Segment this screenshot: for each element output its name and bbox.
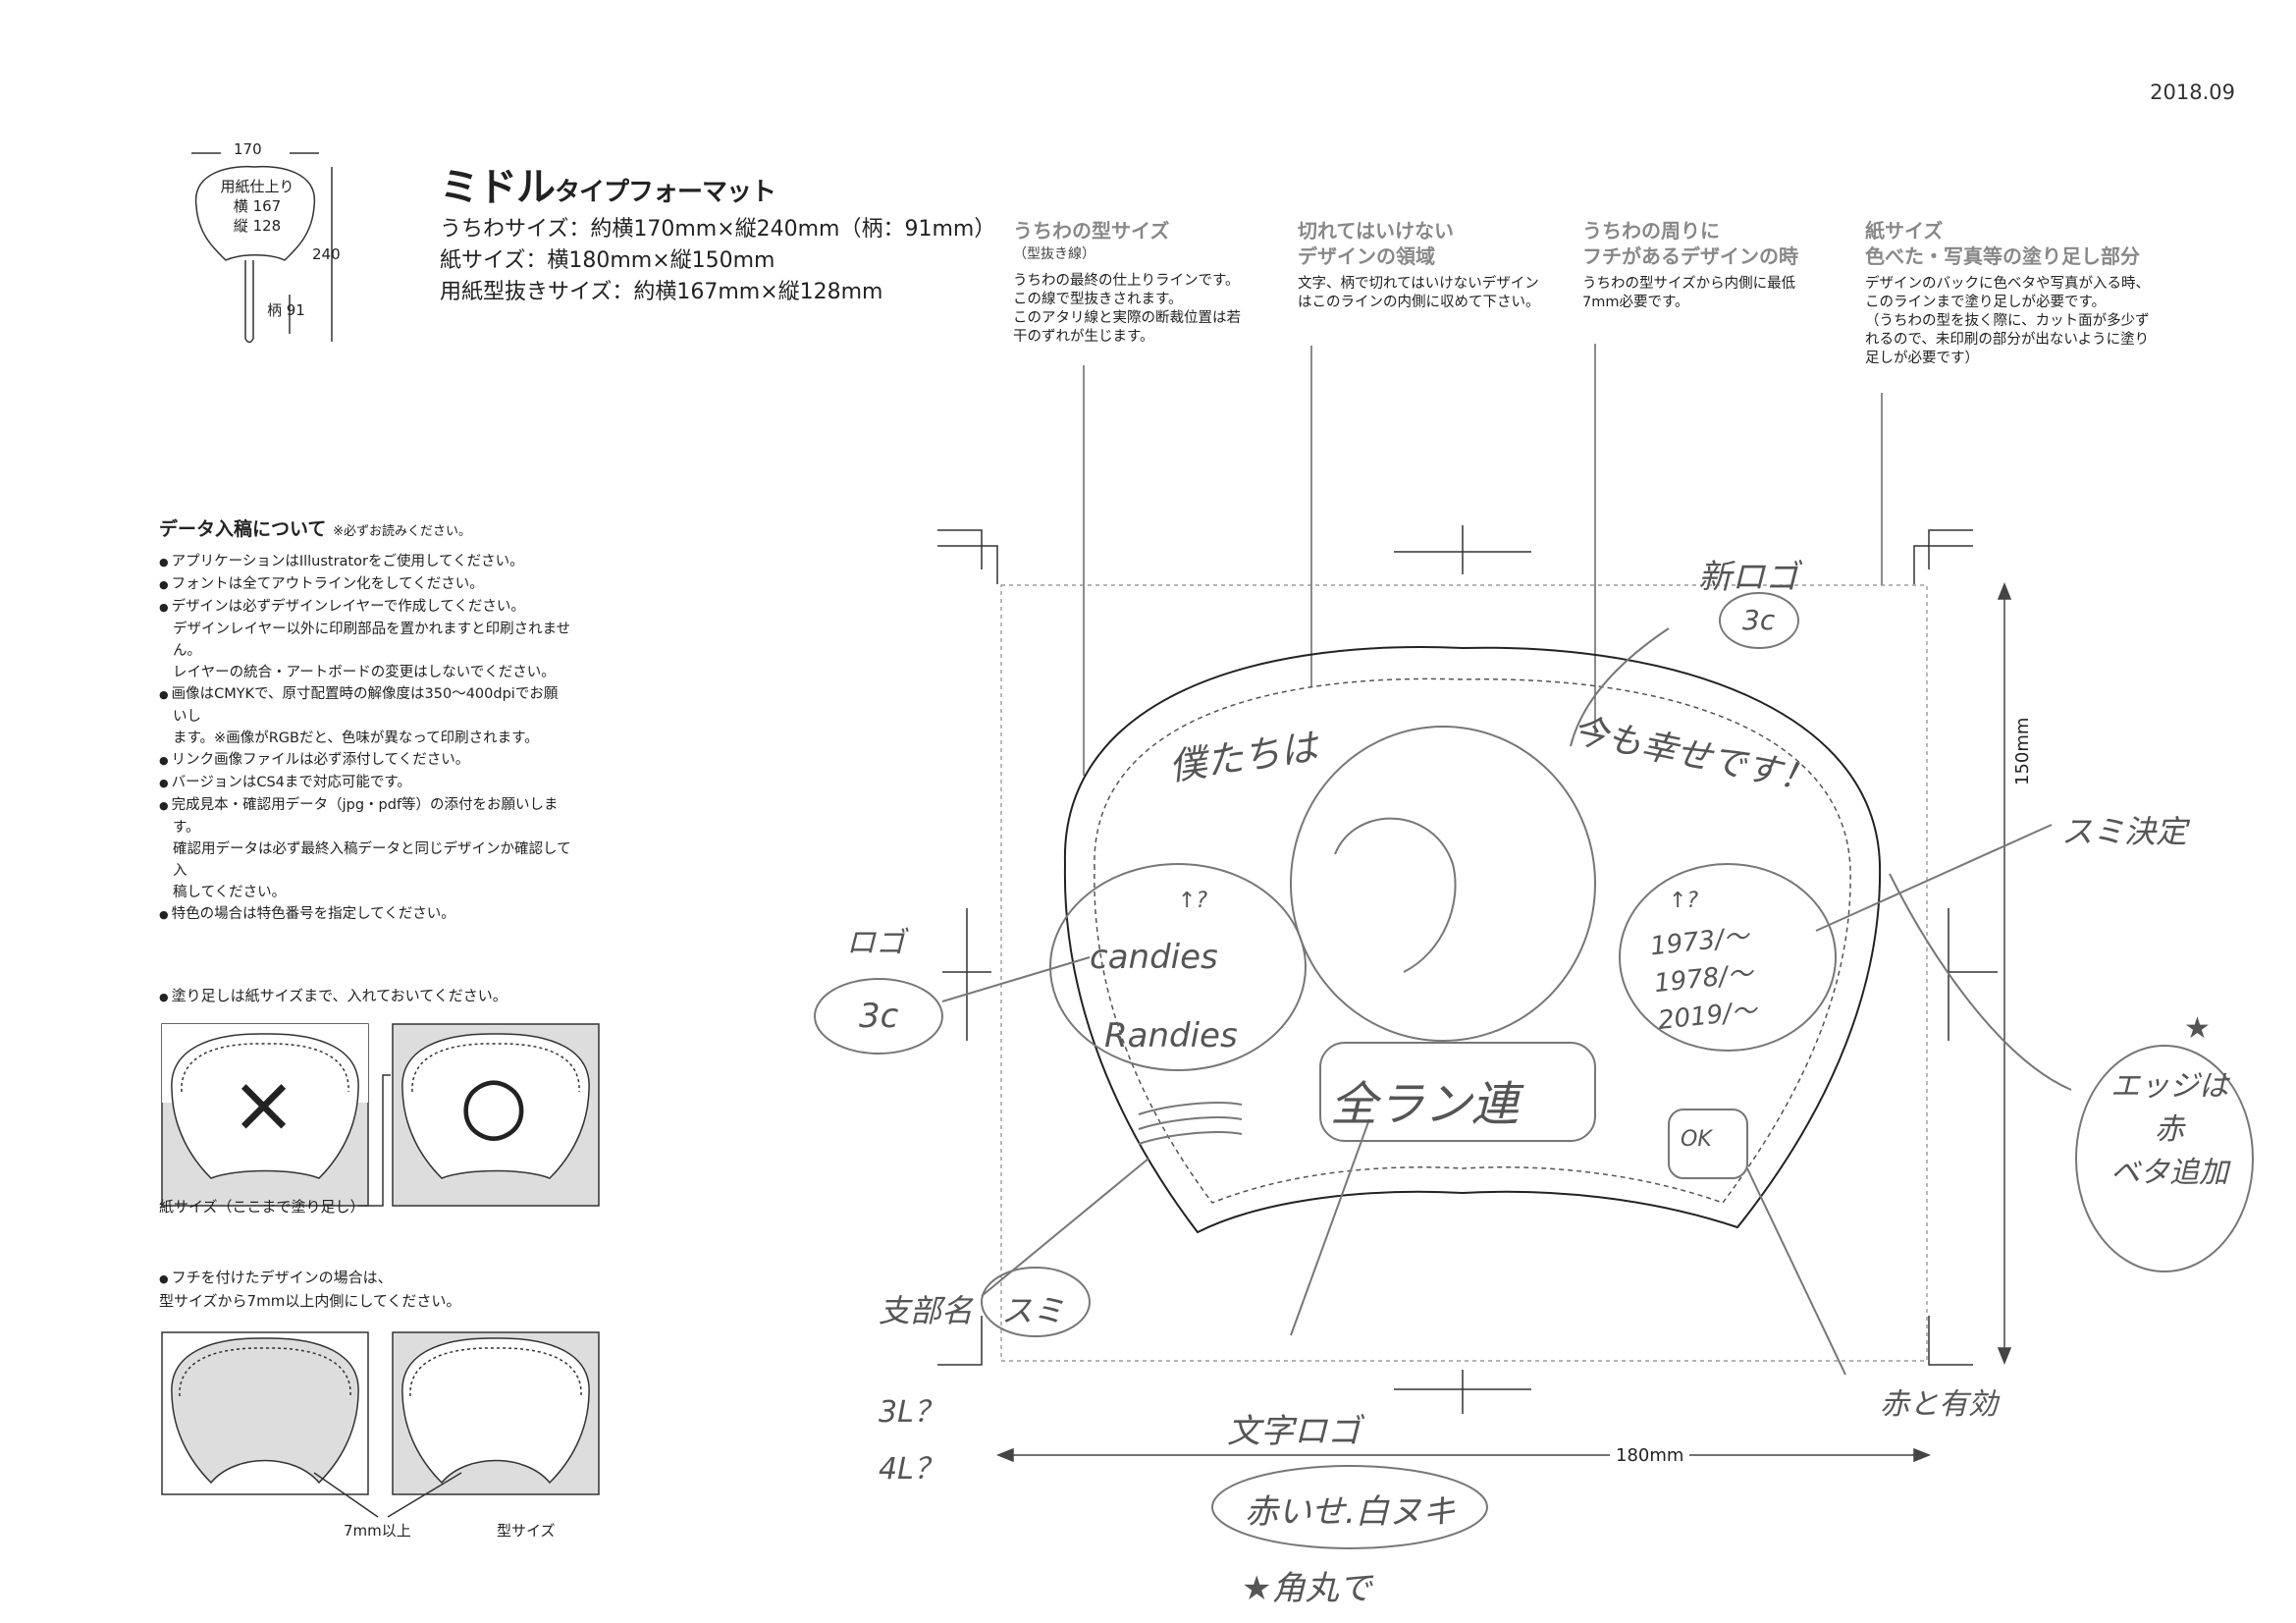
thumb-inner-line: 横 167: [233, 197, 282, 215]
notes-title: データ入稿について ※必ずお読みください。: [159, 518, 571, 543]
notes-title-text: データ入稿について: [159, 518, 327, 540]
column-die-size: うちわの型サイズ （型抜き線） うちわの最終の仕上りラインです。 この線で型抜き…: [1013, 218, 1308, 347]
list-item: リンク画像ファイルは必ず添付してください。: [159, 749, 571, 772]
height-dimension: 150mm: [2012, 717, 2033, 785]
column-subheading: （型抜き線）: [1013, 246, 1095, 262]
thumb-inner-line: 用紙仕上り: [220, 178, 294, 195]
submission-notes: データ入稿について ※必ずお読みください。 アプリケーションはIllustrat…: [159, 518, 571, 926]
spec-uchiwa: うちわサイズ：約横170mm×縦240mm（柄：91mm）: [440, 217, 996, 242]
list-item: 画像はCMYKで、原寸配置時の解像度は350～400dpiでお願いし ます。※画…: [159, 683, 571, 749]
column-heading: 切れてはいけない デザインの領域: [1298, 219, 1454, 268]
hw-years-question: ↑?: [1669, 889, 1699, 913]
hw-brand-1: candies: [1090, 938, 1218, 977]
list-item: 完成見本・確認用データ（jpg・pdf等）の添付をお願いします。 確認用データは…: [159, 794, 571, 903]
hw-sumi-note: スミ決定: [2061, 813, 2188, 850]
thumb-inner-text: 用紙仕上り 横 167 縦 128: [208, 177, 306, 236]
column-heading: うちわの周りに フチがあるデザインの時: [1582, 219, 1798, 268]
list-item: アプリケーションはIllustratorをご使用してください。: [159, 551, 571, 573]
good-mark-icon: ○: [459, 1058, 528, 1150]
hw-left-logo-circle: 3c: [859, 997, 899, 1036]
hw-ok-box: OK: [1681, 1127, 1712, 1152]
column-body: うちわの型サイズから内側に最低 7mm必要です。: [1582, 276, 1796, 310]
thumbnail-fan-drawing: [191, 152, 333, 344]
column-body: デザインのバックに色ベタや写真が入る時、 このラインまで塗り足しが必要です。 （…: [1865, 276, 2150, 366]
hw-brand-2: Randies: [1104, 1016, 1238, 1055]
hw-star-icon: ★: [2184, 1011, 2211, 1046]
hw-corner-note: ★角丸で: [1242, 1569, 1372, 1608]
size-specs: うちわサイズ：約横170mm×縦240mm（柄：91mm） 紙サイズ：横180mm…: [440, 214, 995, 308]
label-die-size: 型サイズ: [497, 1522, 556, 1540]
bad-mark-icon: ×: [231, 1058, 297, 1150]
document-date: 2018.09: [2150, 81, 2235, 104]
column-paper-size: 紙サイズ 色べた・写真等の塗り足し部分 デザインのバックに色ベタや写真が入る時、…: [1865, 218, 2199, 368]
width-dimension: 180mm: [1610, 1445, 1690, 1466]
hw-left-question: ↑?: [1178, 889, 1208, 913]
column-border: うちわの周りに フチがあるデザインの時 うちわの型サイズから内側に最低 7mm必…: [1582, 218, 1877, 312]
title-main: ミドル: [440, 165, 556, 210]
list-item: 特色の場合は特色番号を指定してください。: [159, 903, 571, 926]
list-item: バージョンはCS4まで対応可能です。: [159, 772, 571, 794]
hw-years: 1973/～ 1978/～ 2019/～: [1648, 918, 1758, 1040]
hw-top-logo: 新ロゴ: [1698, 558, 1798, 597]
thumb-inner-line: 縦 128: [233, 217, 282, 235]
thumb-width-label: 170: [234, 140, 262, 158]
bleed-heading: 塗り足しは紙サイズまで、入れておいてください。: [159, 985, 507, 1005]
hw-branch: 支部名: [879, 1292, 974, 1329]
fan-safe-line: [1094, 677, 1851, 1204]
label-7mm: 7mm以上: [344, 1522, 411, 1540]
hw-red-note: 赤と有効: [1880, 1387, 1998, 1422]
thumb-handle-label: 柄 91: [267, 301, 305, 319]
column-body: 文字、柄で切れてはいけないデザイン はこのラインの内側に収めて下さい。: [1298, 276, 1540, 310]
column-heading: うちわの型サイズ: [1013, 219, 1170, 243]
hw-text-logo: 文字ロゴ: [1227, 1412, 1361, 1451]
column-safe-area: 切れてはいけない デザインの領域 文字、柄で切れてはいけないデザイン はこのライ…: [1298, 218, 1592, 312]
hw-edge-note: エッジは 赤 ベタ追加: [2110, 1069, 2228, 1190]
list-item: デザインは必ずデザインレイヤーで作成してください。 デザインレイヤー以外に印刷部…: [159, 596, 571, 683]
spec-die: 用紙型抜きサイズ：約横167mm×縦128mm: [440, 280, 883, 304]
hw-text-logo-circle: 赤いせ.白ヌキ: [1245, 1492, 1456, 1532]
column-body: うちわの最終の仕上りラインです。 この線で型抜きされます。 このアタリ線と実際の…: [1013, 273, 1241, 345]
notes-list: アプリケーションはIllustratorをご使用してください。 フォントは全てア…: [159, 551, 571, 926]
title-sub: タイプフォーマット: [555, 178, 776, 207]
hw-branch-circle: スミ: [1001, 1292, 1065, 1329]
bleed-caption: 紙サイズ（ここまで塗り足し）: [159, 1198, 365, 1216]
hw-left-logo: ロゴ: [846, 926, 905, 960]
notes-title-note: ※必ずお読みください。: [333, 524, 471, 539]
thumb-height-label: 240: [312, 245, 341, 263]
fan-die-line: [1063, 646, 1882, 1234]
border-heading: フチを付けたデザインの場合は、 型サイズから7mm以上内側にしてください。: [159, 1267, 460, 1312]
spec-paper: 紙サイズ：横180mm×縦150mm: [440, 248, 775, 273]
list-item: フォントは全てアウトライン化をしてください。: [159, 573, 571, 596]
column-heading: 紙サイズ 色べた・写真等の塗り足し部分: [1865, 219, 2140, 268]
hw-top-logo-circle: 3c: [1742, 604, 1776, 636]
hw-center-box: 全ラン連: [1330, 1077, 1520, 1132]
page-title: ミドルタイプフォーマット: [440, 155, 776, 212]
paper-size-outline: [1000, 584, 1928, 1362]
hw-size-question: 3L？ 4L？: [879, 1395, 943, 1487]
